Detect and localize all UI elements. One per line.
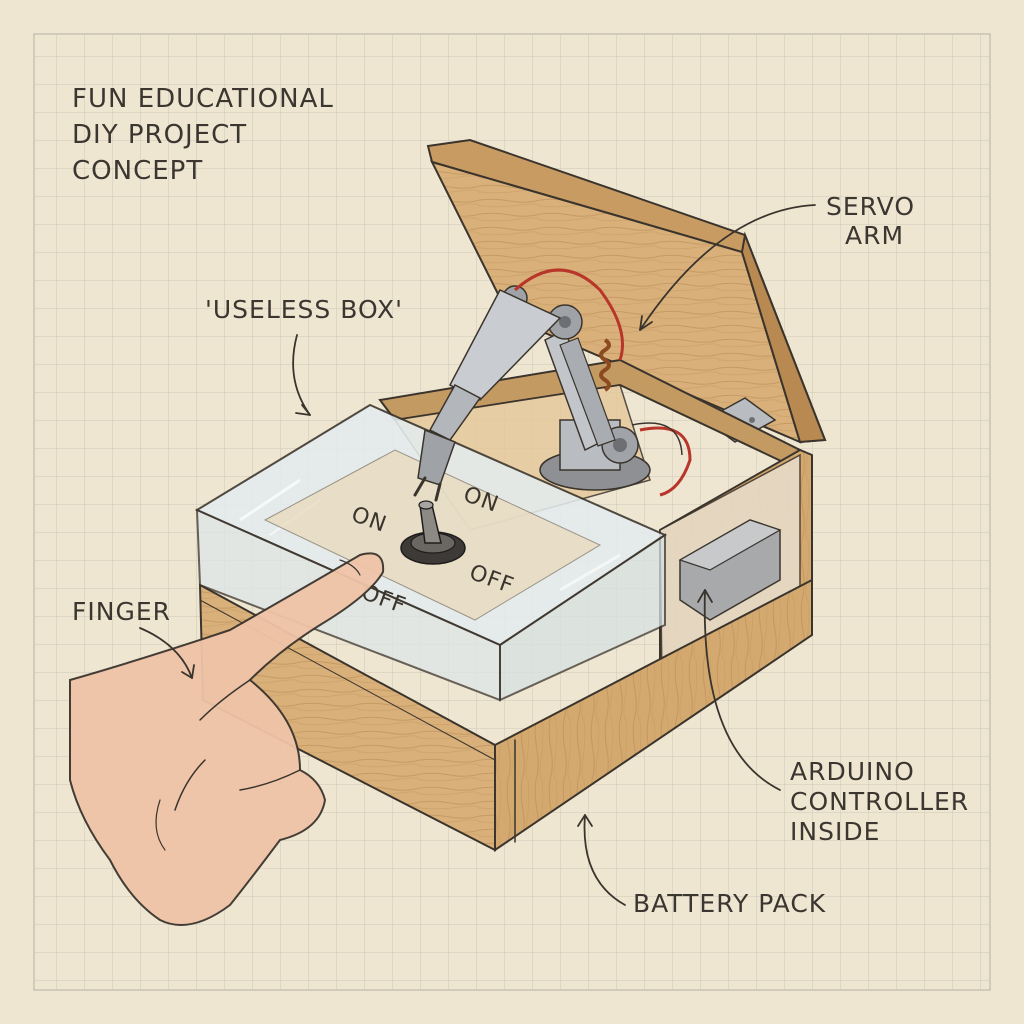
- acrylic-right: [499, 533, 666, 702]
- arrow-arduino: [703, 589, 781, 791]
- arrow-finger: [139, 627, 193, 679]
- box-base-right: [494, 578, 813, 852]
- annotation-arrows: [139, 204, 816, 906]
- title-block: FUN EDUCATIONAL DIY PROJECT CONCEPT: [72, 84, 334, 186]
- toggle-switch: [400, 500, 466, 565]
- finger-hand: [69, 552, 385, 926]
- label-useless-box: 'USELESS BOX': [205, 295, 403, 324]
- label-arduino-1: ARDUINO: [790, 757, 915, 786]
- label-arduino-3: INSIDE: [790, 817, 880, 846]
- title-line-1: FUN EDUCATIONAL: [72, 84, 334, 114]
- label-finger: FINGER: [72, 597, 171, 626]
- useless-box: ON ON OFF OFF: [194, 138, 827, 852]
- arrow-battery: [583, 814, 626, 906]
- label-battery-pack: BATTERY PACK: [633, 889, 826, 918]
- label-servo-arm-2: ARM: [845, 221, 904, 250]
- title-line-3: CONCEPT: [72, 156, 203, 186]
- label-arduino-2: CONTROLLER: [790, 787, 969, 816]
- arrow-servo-arm: [639, 204, 816, 331]
- title-line-2: DIY PROJECT: [72, 120, 247, 150]
- label-servo-arm-1: SERVO: [826, 192, 915, 221]
- servo-arm: [413, 268, 692, 502]
